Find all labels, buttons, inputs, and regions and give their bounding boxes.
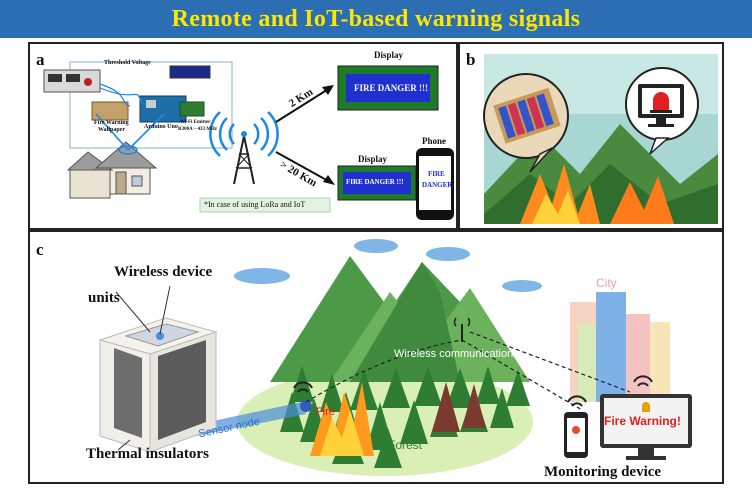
display-bottom-text: FIRE DANGER !!! xyxy=(346,178,404,186)
panel-b: b xyxy=(458,42,724,230)
alarm-monitor-icon xyxy=(638,84,684,127)
display-top-title: Display xyxy=(374,50,404,60)
fire-label: Fire xyxy=(316,406,335,418)
panel-a-illustration xyxy=(43,61,454,220)
wallpaper-label-1: Fire Warning xyxy=(94,120,129,126)
panel-c-letter: c xyxy=(36,240,44,259)
wireless-communication-label: Wireless communication xyxy=(394,348,514,360)
phone-text-2: DANGER xyxy=(422,181,453,189)
radio-tower-icon xyxy=(209,111,279,185)
threshold-voltage-label: Threshold Voltage xyxy=(104,60,151,66)
fire-warning-label: Fire Warning! xyxy=(604,414,681,428)
figure-title: Remote and IoT-based warning signals xyxy=(171,5,581,32)
city-label: City xyxy=(596,276,617,290)
title-bar: Remote and IoT-based warning signals xyxy=(0,0,752,38)
phone-title: Phone xyxy=(422,136,447,146)
phone-text-1: FIRE xyxy=(428,170,445,178)
thermal-insulator-cube xyxy=(98,317,218,453)
wifi-icon xyxy=(293,375,653,407)
display-bottom-title: Display xyxy=(358,154,388,164)
units-label: units xyxy=(88,290,120,306)
arduino-label: Arduino Uno xyxy=(144,124,178,130)
display-top-text: FIRE DANGER !!! xyxy=(354,83,428,93)
panel-b-letter: b xyxy=(466,50,476,69)
antenna-icon xyxy=(453,317,471,342)
wireless-device-label: Wireless device xyxy=(114,264,213,280)
lora-note: *In case of using LoRa and IoT xyxy=(204,200,306,209)
wallpaper-label-2: Wallpaper xyxy=(98,127,126,133)
wifi-label-1: Wi-Fi Emitter xyxy=(180,120,211,125)
panel-c: c Wireless device units Thermal insulato… xyxy=(28,230,724,484)
panel-c-illustration xyxy=(98,239,692,476)
thermal-insulators-label: Thermal insulators xyxy=(86,446,209,462)
forest-label: Forest xyxy=(388,438,423,452)
panel-a-letter: a xyxy=(36,50,45,69)
monitoring-device-label: Monitoring device xyxy=(544,464,662,480)
panel-b-illustration xyxy=(483,54,718,224)
wifi-label-2: R300A – 433 MHz xyxy=(178,127,218,132)
panel-a: a Threshold Voltage Fire Warning Wallpap… xyxy=(28,42,458,230)
